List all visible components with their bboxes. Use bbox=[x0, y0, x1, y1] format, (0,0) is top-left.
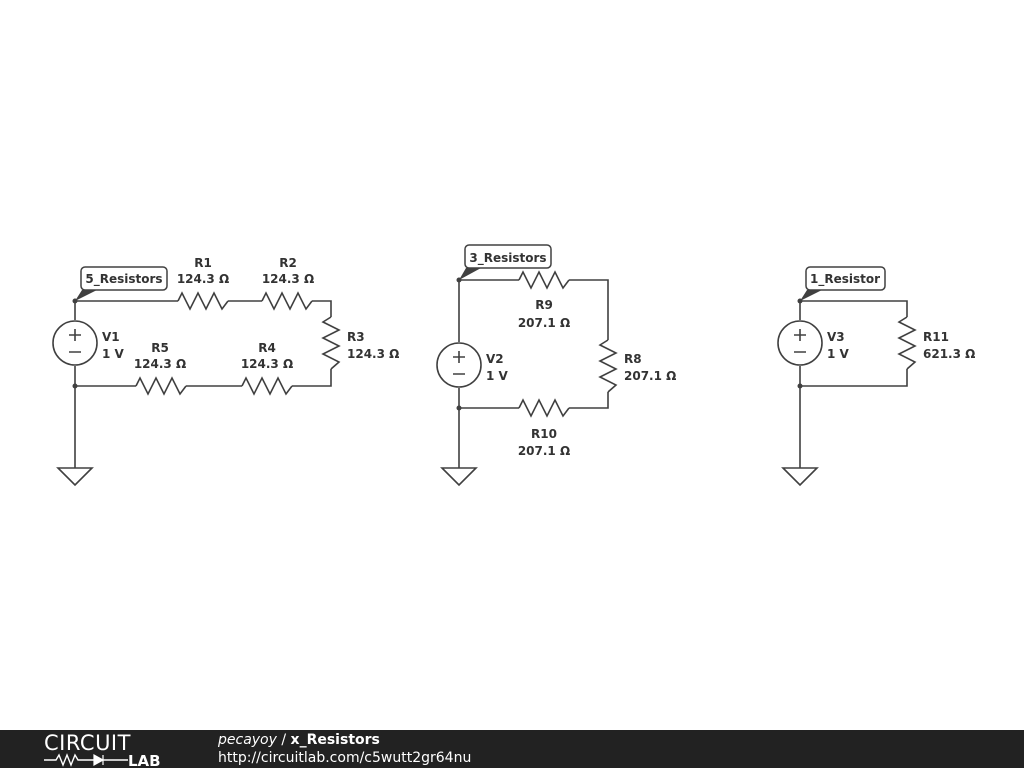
component-name: R1 bbox=[194, 256, 212, 270]
logo-resistor-icon bbox=[44, 753, 94, 767]
resistor-icon bbox=[518, 270, 570, 290]
resistor-icon bbox=[897, 316, 917, 370]
resistor-icon bbox=[177, 291, 229, 311]
voltage-source-v3[interactable]: V3 1 V bbox=[777, 320, 850, 366]
resistor-r8[interactable]: R8 207.1 Ω bbox=[598, 339, 676, 393]
resistor-r1[interactable]: R1 124.3 Ω bbox=[177, 256, 229, 311]
resistor-r11[interactable]: R11 621.3 Ω bbox=[897, 316, 975, 370]
junction-dot bbox=[456, 405, 462, 411]
component-name: V3 bbox=[827, 330, 845, 344]
separator: / bbox=[276, 732, 291, 748]
component-value: 207.1 Ω bbox=[518, 316, 570, 330]
component-name: R11 bbox=[923, 330, 949, 344]
polarity-icon bbox=[794, 329, 806, 353]
ground-icon bbox=[781, 467, 819, 487]
resistor-icon bbox=[518, 398, 570, 418]
component-value: 207.1 Ω bbox=[518, 444, 570, 458]
resistor-icon bbox=[321, 316, 341, 370]
component-name: R4 bbox=[258, 341, 276, 355]
component-value: 124.3 Ω bbox=[177, 272, 229, 286]
component-value: 207.1 Ω bbox=[624, 369, 676, 383]
footer-bar: CIRCUIT LAB pecayoy / x_Resistors http:/… bbox=[0, 730, 1024, 768]
circuit-1-resistor: 1_Resistor V3 1 V R11 621.3 Ω bbox=[777, 266, 975, 487]
resistor-r9[interactable]: R9 207.1 Ω bbox=[518, 270, 570, 330]
logo-top-text: CIRCUIT bbox=[44, 731, 131, 755]
resistor-icon bbox=[241, 376, 293, 396]
component-name: R8 bbox=[624, 352, 642, 366]
resistor-icon bbox=[135, 376, 187, 396]
component-name: V1 bbox=[102, 330, 120, 344]
voltage-source-v2[interactable]: V2 1 V bbox=[436, 342, 509, 388]
net-label-pointer bbox=[800, 290, 822, 301]
component-value: 1 V bbox=[827, 347, 850, 361]
polarity-icon bbox=[69, 329, 81, 353]
component-value: 124.3 Ω bbox=[262, 272, 314, 286]
net-label-text: 1_Resistor bbox=[810, 272, 880, 287]
resistor-r5[interactable]: R5 124.3 Ω bbox=[134, 341, 187, 396]
circuitlab-logo[interactable]: CIRCUIT LAB bbox=[42, 730, 177, 768]
component-name: R2 bbox=[279, 256, 297, 270]
circuit-url[interactable]: http://circuitlab.com/c5wutt2gr64nu bbox=[218, 750, 472, 766]
voltage-source-icon bbox=[777, 320, 823, 366]
footer-text: pecayoy / x_Resistors http://circuitlab.… bbox=[218, 731, 471, 767]
voltage-source-icon bbox=[52, 320, 98, 366]
component-value: 124.3 Ω bbox=[347, 347, 399, 361]
circuit-3-resistors: 3_Resistors V2 1 V R9 207.1 Ω R8 207.1 Ω… bbox=[436, 244, 676, 487]
footer-title-line: pecayoy / x_Resistors bbox=[218, 731, 471, 749]
component-value: 124.3 Ω bbox=[241, 357, 293, 371]
junction-dot bbox=[797, 383, 803, 389]
schematic-canvas: 5_Resistors V1 1 V R1 124.3 Ω R2 124.3 Ω… bbox=[52, 244, 975, 487]
component-name: R5 bbox=[151, 341, 169, 355]
resistor-r10[interactable]: R10 207.1 Ω bbox=[518, 398, 570, 458]
net-label-pointer bbox=[75, 290, 97, 301]
net-label-pointer bbox=[459, 268, 481, 280]
ground-icon bbox=[56, 467, 94, 487]
net-label-5-resistors[interactable]: 5_Resistors bbox=[75, 266, 168, 301]
circuit-title[interactable]: x_Resistors bbox=[290, 732, 380, 748]
net-label-box bbox=[805, 266, 886, 291]
voltage-source-icon bbox=[436, 342, 482, 388]
junction-dot bbox=[72, 383, 78, 389]
net-label-box bbox=[80, 266, 168, 291]
wire bbox=[458, 279, 609, 468]
logo-bottom-text: LAB bbox=[128, 752, 161, 768]
component-value: 1 V bbox=[102, 347, 125, 361]
resistor-icon bbox=[261, 291, 313, 311]
wire bbox=[74, 300, 332, 468]
resistor-icon bbox=[598, 339, 618, 393]
voltage-source-v1[interactable]: V1 1 V bbox=[52, 320, 125, 366]
component-name: R10 bbox=[531, 427, 557, 441]
component-name: V2 bbox=[486, 352, 504, 366]
component-value: 124.3 Ω bbox=[134, 357, 186, 371]
ground-icon bbox=[440, 467, 478, 487]
component-name: R9 bbox=[535, 298, 553, 312]
resistor-r2[interactable]: R2 124.3 Ω bbox=[261, 256, 314, 311]
net-label-3-resistors[interactable]: 3_Resistors bbox=[459, 244, 552, 280]
resistor-r4[interactable]: R4 124.3 Ω bbox=[241, 341, 293, 396]
author-link[interactable]: pecayoy bbox=[218, 732, 277, 748]
net-label-box bbox=[464, 244, 552, 269]
net-label-1-resistor[interactable]: 1_Resistor bbox=[800, 266, 886, 301]
component-value: 621.3 Ω bbox=[923, 347, 975, 361]
component-name: R3 bbox=[347, 330, 365, 344]
logo-diode-icon bbox=[93, 753, 105, 767]
polarity-icon bbox=[453, 351, 465, 375]
resistor-r3[interactable]: R3 124.3 Ω bbox=[321, 316, 399, 370]
net-label-text: 5_Resistors bbox=[85, 272, 162, 287]
net-label-text: 3_Resistors bbox=[469, 251, 546, 266]
wire bbox=[799, 300, 908, 468]
circuit-5-resistors: 5_Resistors V1 1 V R1 124.3 Ω R2 124.3 Ω… bbox=[52, 256, 399, 487]
component-value: 1 V bbox=[486, 369, 509, 383]
